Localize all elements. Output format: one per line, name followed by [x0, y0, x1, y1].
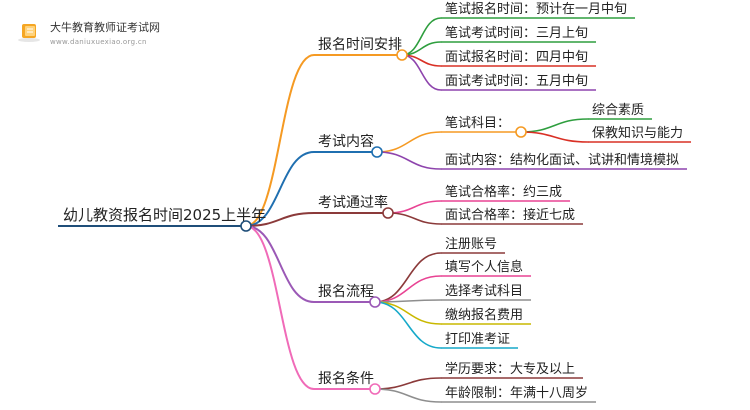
- branch-edge: [245, 212, 315, 227]
- leaf-interview-content: 面试内容：结构化面试、试讲和情境模拟: [445, 152, 679, 168]
- leaf-childcare-knowledge: 保教知识与能力: [592, 125, 683, 141]
- subleaf-edge: [520, 118, 589, 133]
- leaf-comprehensive-quality: 综合素质: [592, 103, 644, 118]
- branch-node-circle: [369, 296, 381, 308]
- branch-registration-schedule: 报名时间安排: [318, 37, 402, 53]
- leaf-education-requirement: 学历要求：大专及以上: [445, 361, 575, 377]
- book-icon: [18, 24, 40, 42]
- leaf-edge: [374, 252, 442, 303]
- branch-registration-process: 报名流程: [318, 284, 374, 300]
- leaf-edge: [374, 301, 442, 349]
- leaf-edge: [374, 275, 442, 303]
- site-logo[interactable]: 大牛教育教师证考试网 www.daniuxuexiao.org.cn: [18, 20, 160, 46]
- leaf-age-limit: 年龄限制：年满十八周岁: [445, 386, 588, 401]
- leaf-edge: [387, 212, 442, 225]
- branch-pass-rate: 考试通过率: [318, 194, 388, 211]
- node-written-subjects: 笔试科目：: [445, 115, 510, 131]
- branch-node-circle: [382, 207, 394, 219]
- leaf-register-account: 注册账号: [445, 237, 497, 252]
- branch-edge: [245, 151, 315, 227]
- leaf-edge: [376, 151, 442, 170]
- leaf-interview-pass-rate: 面试合格率：接近七成: [445, 207, 575, 223]
- leaf-edge: [376, 131, 442, 153]
- mindmap-underlines: [58, 17, 692, 403]
- branch-node-circle: [371, 146, 383, 158]
- leaf-interview-registration-time: 面试报名时间：四月中旬: [445, 49, 588, 65]
- root-topic: 幼儿教资报名时间2025上半年: [63, 206, 266, 224]
- logo-title: 大牛教育教师证考试网: [50, 20, 160, 34]
- mindmap-nodes: [240, 49, 527, 395]
- subleaf-edge: [520, 131, 589, 143]
- leaf-written-registration-time: 笔试报名时间：预计在一月中旬: [445, 1, 627, 17]
- leaf-edge: [374, 301, 442, 325]
- leaf-edge: [387, 200, 442, 214]
- branch-node-circle: [396, 49, 408, 61]
- subtopic-node-circle: [515, 126, 527, 138]
- mindmap-edges: [245, 17, 589, 403]
- leaf-edge: [374, 377, 442, 390]
- branch-registration-conditions: 报名条件: [318, 370, 374, 387]
- leaf-select-subjects: 选择考试科目: [445, 284, 523, 299]
- branch-edge: [245, 54, 315, 227]
- leaf-written-exam-time: 笔试考试时间：三月上旬: [445, 25, 588, 41]
- leaf-written-pass-rate: 笔试合格率：约三成: [445, 184, 562, 200]
- branch-edge: [245, 225, 315, 390]
- leaf-interview-exam-time: 面试考试时间：五月中旬: [445, 74, 588, 89]
- logo-url: www.daniuxuexiao.org.cn: [50, 38, 147, 46]
- mindmap-labels: 幼儿教资报名时间2025上半年 报名时间安排 笔试报名时间：预计在一月中旬 笔试…: [63, 1, 683, 401]
- leaf-fill-personal-info: 填写个人信息: [445, 259, 523, 275]
- leaf-print-admission-ticket: 打印准考证: [445, 332, 510, 347]
- leaf-edge: [374, 388, 442, 403]
- branch-exam-content: 考试内容: [318, 133, 374, 150]
- root-node-circle: [240, 220, 252, 232]
- branch-node-circle: [369, 383, 381, 395]
- branch-edge: [245, 225, 315, 303]
- leaf-pay-fee: 缴纳报名费用: [445, 307, 523, 323]
